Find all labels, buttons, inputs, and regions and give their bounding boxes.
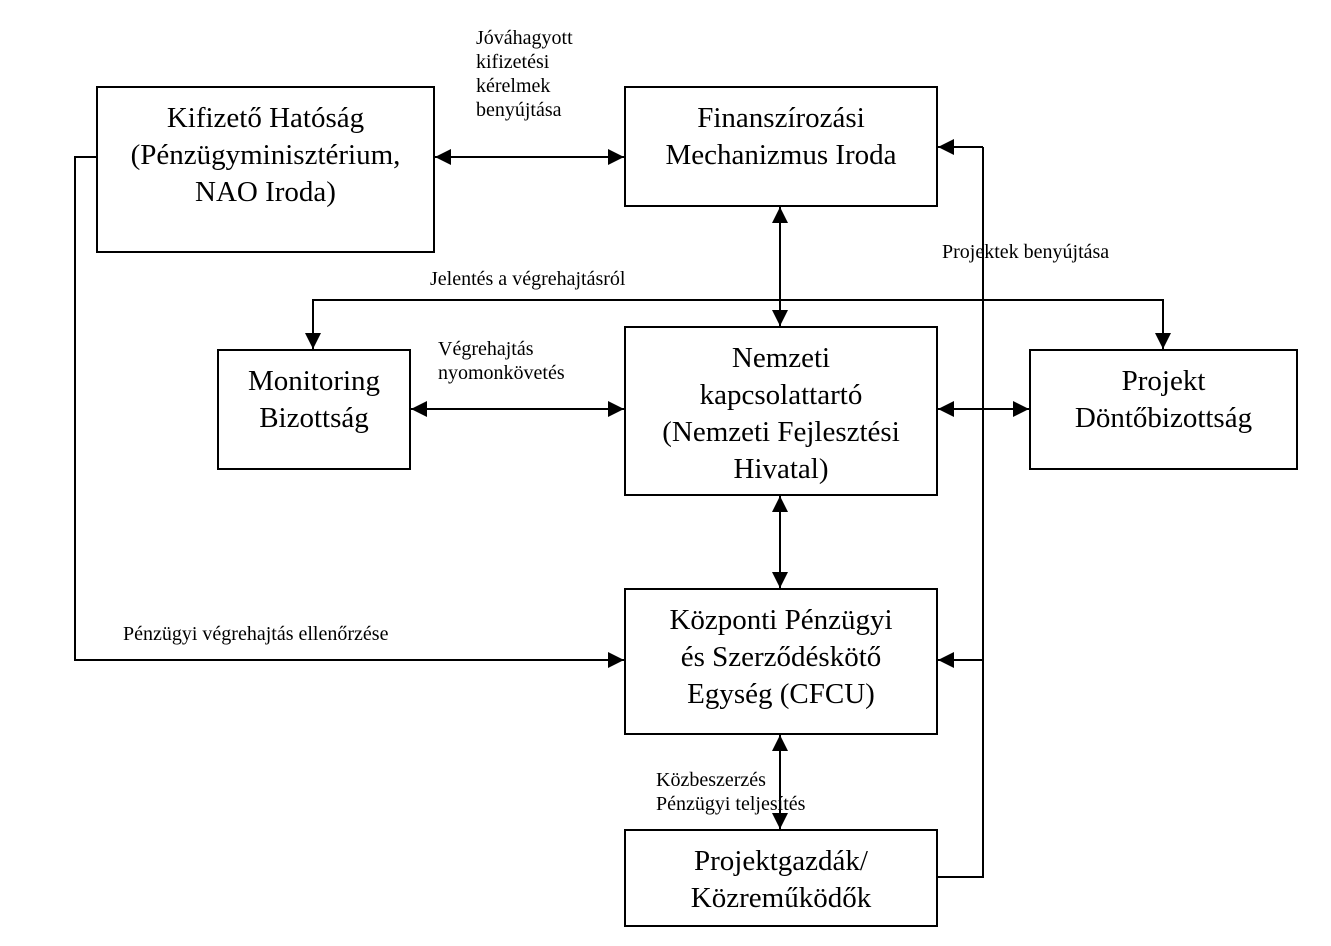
label-line: Pénzügyi teljesítés	[656, 793, 806, 815]
node-line: és Szerződéskötő	[680, 641, 882, 673]
edge-projektek-benyujtasa-line	[938, 147, 984, 878]
label-line: Projektek benyújtása	[942, 241, 1110, 263]
node-line: Egység (CFCU)	[687, 678, 875, 710]
node-kifizeto-hatosag: Kifizető Hatóság (Pénzügyminisztérium, N…	[96, 86, 435, 253]
edge-label-projektek-benyujtasa: Projektek benyújtása	[942, 240, 1109, 264]
label-line: benyújtása	[476, 99, 562, 121]
node-line: Kifizető Hatóság	[166, 102, 365, 134]
edge-label-kozbeszerzes: Közbeszerzés Pénzügyi teljesítés	[656, 768, 805, 816]
node-line: Központi Pénzügyi	[669, 604, 893, 636]
node-line: Projektgazdák/	[694, 845, 868, 877]
node-line: Hivatal)	[733, 453, 829, 485]
edge-penzugyi-ellenorzes	[74, 156, 624, 668]
label-line: Jelentés a végrehajtásról	[430, 268, 626, 290]
node-line: Monitoring	[247, 365, 381, 397]
node-line: Finanszírozási	[697, 102, 865, 134]
node-line: Nemzeti	[731, 342, 831, 374]
node-line: kapcsolattartó	[699, 379, 863, 411]
node-finanszirozasi-mechanizmus-iroda: Finanszírozási Mechanizmus Iroda	[624, 86, 938, 207]
node-line: (Pénzügyminisztérium,	[130, 139, 401, 171]
node-projekt-dontobizottsag: Projekt Döntőbizottság	[1029, 349, 1298, 470]
node-line: (Nemzeti Fejlesztési	[662, 416, 900, 448]
node-line: Közreműködők	[690, 882, 872, 914]
label-line: kifizetési	[476, 51, 550, 73]
node-nemzeti-kapcsolattarto: Nemzeti kapcsolattartó (Nemzeti Fejleszt…	[624, 326, 938, 496]
label-line: Jóváhagyott	[476, 27, 573, 49]
edge-label-jelentes: Jelentés a végrehajtásról	[430, 267, 625, 291]
edge-jelentes-projekt	[780, 299, 1171, 349]
node-line: Projekt	[1121, 365, 1206, 397]
node-line: Mechanizmus Iroda	[665, 139, 897, 171]
node-line: NAO Iroda)	[195, 176, 336, 208]
label-line: kérelmek	[476, 75, 551, 97]
node-projektgazdak: Projektgazdák/ Közreműködők	[624, 829, 938, 927]
node-line: Bizottság	[259, 402, 369, 434]
edge-label-vegrehajtas: Végrehajtás nyomonkövetés	[438, 337, 565, 385]
node-line: Döntőbizottság	[1074, 402, 1253, 434]
node-kozponti-penzugyi-egyseg: Központi Pénzügyi és Szerződéskötő Egysé…	[624, 588, 938, 735]
edge-label-penzugyi-ellenorzes: Pénzügyi végrehajtás ellenőrzése	[123, 622, 388, 646]
label-line: nyomonkövetés	[438, 362, 565, 384]
label-line: Pénzügyi végrehajtás ellenőrzése	[123, 623, 389, 645]
label-line: Végrehajtás	[438, 338, 534, 360]
node-monitoring-bizottsag: Monitoring Bizottság	[217, 349, 411, 470]
edge-jelentes-monitoring	[305, 299, 780, 349]
label-line: Közbeszerzés	[656, 769, 766, 791]
edge-label-jovahagyott: Jóváhagyott kifizetési kérelmek benyújtá…	[476, 26, 573, 122]
